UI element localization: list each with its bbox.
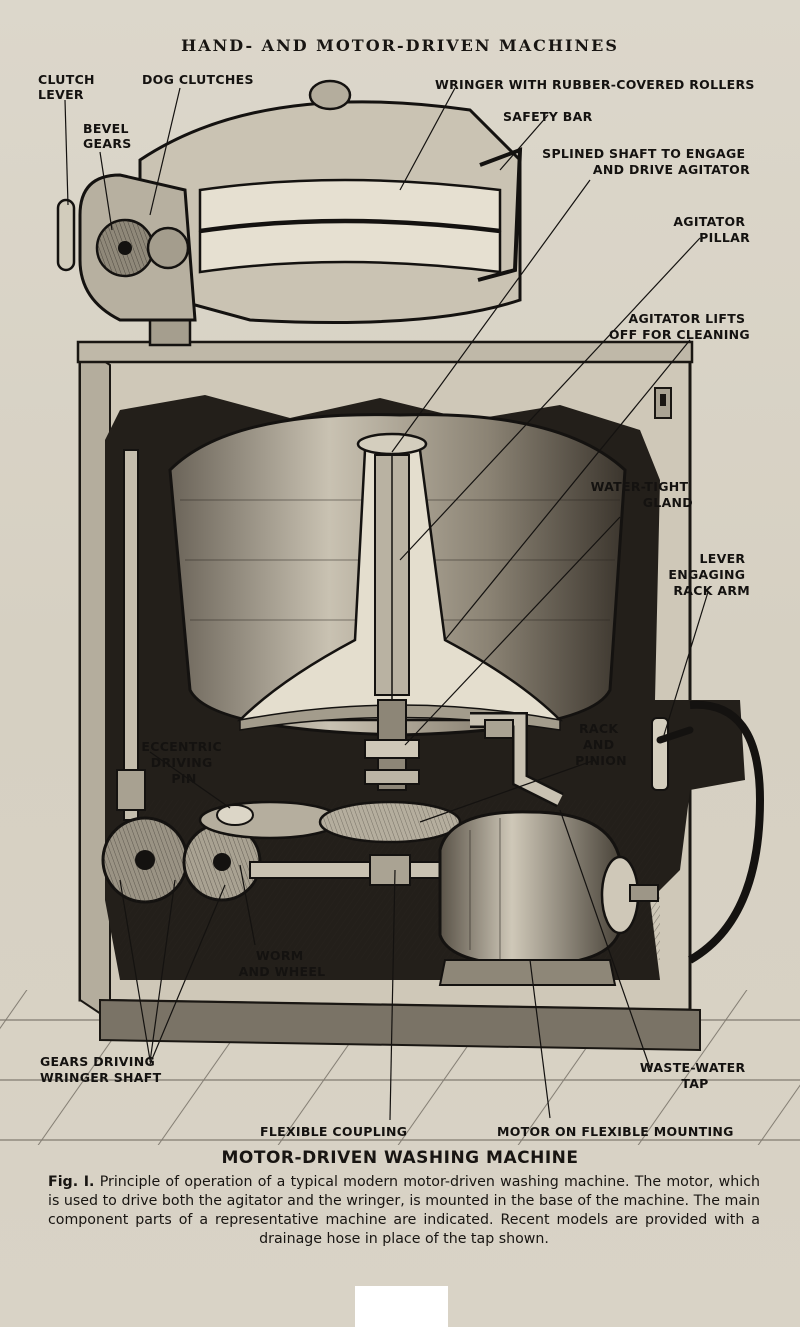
label-wringer: WRINGER WITH RUBBER-COVERED ROLLERS bbox=[435, 77, 755, 92]
figure-caption: Fig. I. Principle of operation of a typi… bbox=[48, 1173, 760, 1249]
label-gears-wringer-shaft: GEARS DRIVING WRINGER SHAFT bbox=[40, 1054, 162, 1085]
label-waste-water-tap: WASTE-WATER TAP bbox=[640, 1060, 750, 1091]
label-dog-clutches: DOG CLUTCHES bbox=[142, 72, 254, 87]
agitator-shaft bbox=[364, 699, 420, 791]
rack-arm-lever bbox=[651, 717, 694, 791]
label-worm-wheel: WORM AND WHEEL bbox=[239, 948, 326, 979]
callout-labels: CLUTCH LEVER DOG CLUTCHES BEVEL GEARS WR… bbox=[38, 72, 755, 1139]
caption-text: Principle of operation of a typical mode… bbox=[48, 1174, 760, 1247]
leader-lines bbox=[64, 87, 709, 1121]
label-eccentric-pin: ECCENTRIC DRIVING PIN bbox=[141, 739, 226, 786]
diagram-title: MOTOR-DRIVEN WASHING MACHINE bbox=[221, 1148, 579, 1168]
label-lever-rack-arm: LEVER ENGAGING RACK ARM bbox=[668, 551, 750, 598]
gear-train bbox=[101, 800, 462, 904]
wringer-drive-shaft bbox=[116, 449, 146, 821]
label-agitator-lifts: AGITATOR LIFTS OFF FOR CLEANING bbox=[609, 311, 750, 342]
label-clutch-lever: CLUTCH LEVER bbox=[38, 72, 99, 102]
label-motor-mounting: MOTOR ON FLEXIBLE MOUNTING bbox=[497, 1124, 734, 1139]
label-flexible-coupling: FLEXIBLE COUPLING bbox=[260, 1124, 407, 1139]
running-head: HAND- AND MOTOR-DRIVEN MACHINES bbox=[181, 36, 619, 55]
washing-machine-diagram: CLUTCH LEVER DOG CLUTCHES BEVEL GEARS WR… bbox=[0, 72, 800, 1145]
motor bbox=[438, 810, 659, 986]
label-rack-pinion: RACK AND PINION bbox=[575, 721, 627, 768]
gearbox bbox=[56, 173, 197, 322]
label-water-tight-gland: WATER-TIGHT GLAND bbox=[591, 479, 693, 510]
agitator bbox=[236, 432, 564, 731]
label-splined-shaft: SPLINED SHAFT TO ENGAGE AND DRIVE AGITAT… bbox=[542, 146, 750, 177]
figure-label: Fig. I. bbox=[48, 1174, 95, 1190]
blank-patch bbox=[355, 1286, 448, 1327]
label-safety-bar: SAFETY BAR bbox=[503, 109, 593, 124]
wringer-assembly bbox=[138, 79, 523, 347]
label-bevel-gears: BEVEL GEARS bbox=[83, 121, 133, 151]
waste-water-pipe bbox=[470, 700, 765, 964]
label-agitator-pillar: AGITATOR PILLAR bbox=[673, 214, 750, 245]
